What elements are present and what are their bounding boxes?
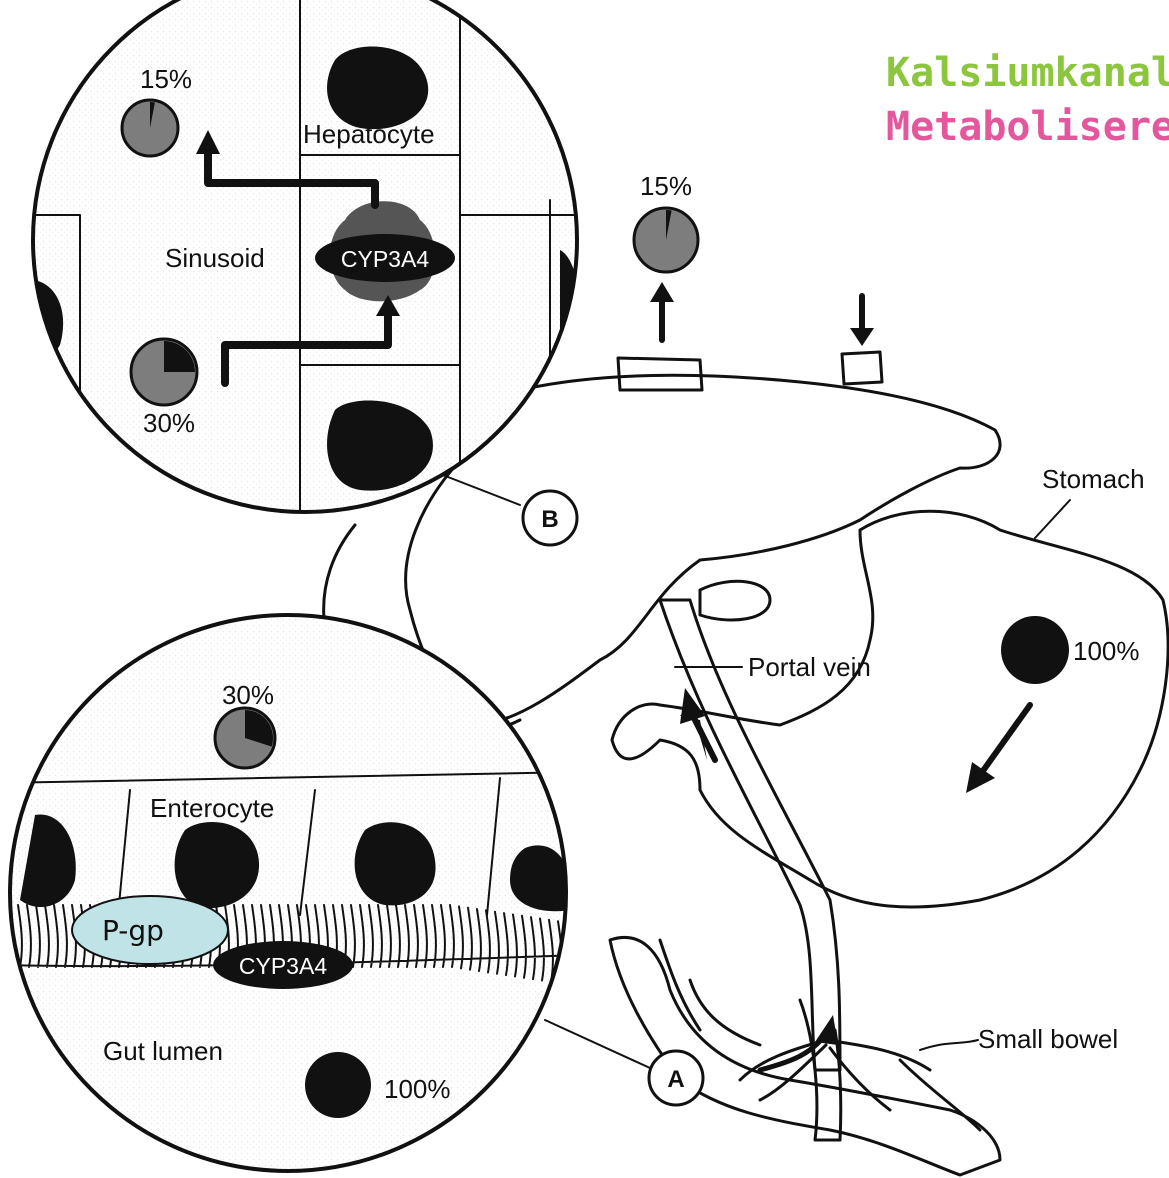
title-line-1: Kalsiumkanal [886,50,1169,96]
gut-dose-tablet [305,1052,371,1118]
stomach-label: Stomach [1042,464,1145,494]
hepatic-vein-pct: 15% [640,171,692,201]
gut-inset [0,600,580,1178]
hepatic-outflow-arrow [650,282,674,302]
gut-cyp3a4-label: CYP3A4 [239,953,327,979]
vena-cava-inflow-arrow [850,328,874,346]
p-gp-label: P-gp [102,914,164,947]
enterocyte-label: Enterocyte [150,793,274,823]
marker-a: A [667,1066,684,1093]
gut-dose-pct: 100% [384,1074,451,1104]
absorption-arrow [815,1015,838,1045]
marker-b: B [541,506,558,533]
liver-inset [20,0,600,520]
liver-cyp3a4-label: CYP3A4 [341,246,429,272]
liver-pct-top: 15% [140,64,192,94]
stomach-dose-pct: 100% [1073,636,1140,666]
hepatocyte-label: Hepatocyte [303,119,435,149]
gallbladder [700,581,770,620]
gut-lumen-label: Gut lumen [103,1036,223,1066]
gut-pct-top: 30% [222,680,274,710]
vena-cava-stub [842,352,882,384]
sinusoid-label: Sinusoid [165,243,265,273]
hepatic-vein-pie [634,208,698,272]
title-line-2: Metabolisere [886,104,1169,150]
small-bowel-label: Small bowel [978,1024,1118,1054]
portal-vein-label: Portal vein [748,652,871,682]
stomach-emptying-arrow [966,762,995,793]
liver-pct-bottom: 30% [143,408,195,438]
stomach-dose-tablet [1001,616,1069,684]
